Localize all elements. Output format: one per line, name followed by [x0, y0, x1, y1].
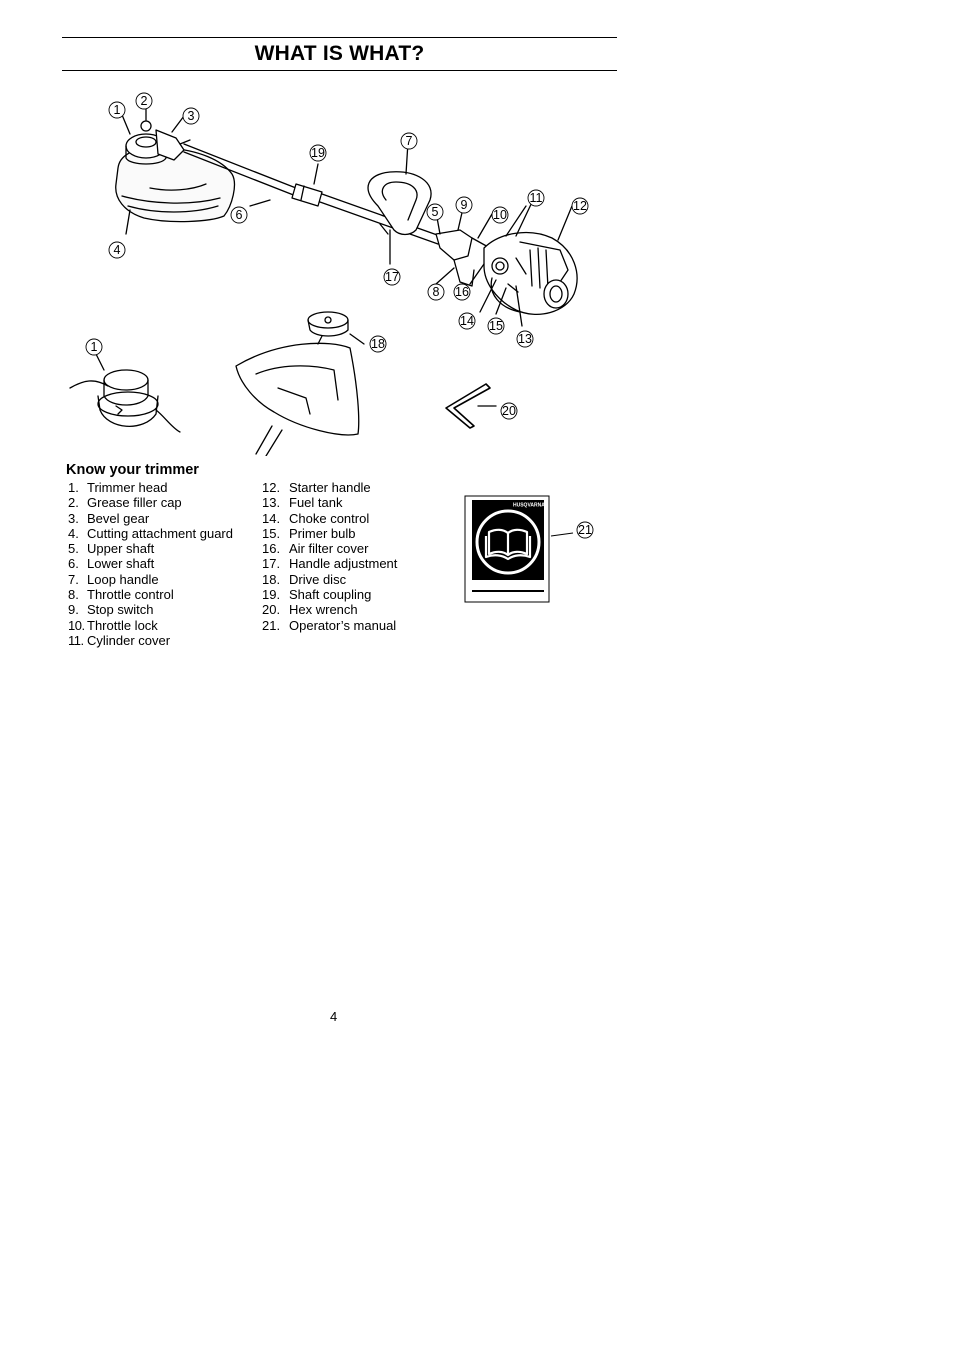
callout-3: 3 [182, 107, 200, 125]
svg-text:17: 17 [385, 270, 399, 284]
trimmer-illustration: 1 2 3 4 5 6 7 8 9 10 11 12 13 14 15 16 1… [69, 92, 589, 456]
svg-text:21: 21 [578, 523, 592, 537]
section-heading: Know your trimmer [66, 462, 199, 478]
svg-text:2: 2 [141, 94, 148, 108]
page-title: WHAT IS WHAT? [254, 42, 425, 65]
callout-14: 14 [458, 312, 476, 330]
svg-text:6: 6 [236, 208, 243, 222]
callout-11: 11 [527, 189, 545, 207]
svg-text:8: 8 [433, 285, 440, 299]
callout-5: 5 [426, 203, 444, 221]
callout-19: 19 [309, 144, 327, 162]
legend-item: 13.Fuel tank [262, 495, 343, 511]
callout-15: 15 [487, 317, 505, 335]
manual-brand: HUSQVARNA [513, 503, 545, 509]
callout-18: 18 [369, 335, 387, 353]
svg-text:7: 7 [406, 134, 413, 148]
svg-text:18: 18 [371, 337, 385, 351]
svg-text:20: 20 [502, 404, 516, 418]
legend-column-2: 12.Starter handle 13.Fuel tank 14.Choke … [262, 480, 397, 633]
callout-12: 12 [571, 197, 589, 215]
legend-item: 19.Shaft coupling [262, 587, 372, 603]
book-icon [484, 528, 532, 561]
legend-column-1: 1.Trimmer head 2.Grease filler cap 3.Bev… [68, 480, 233, 648]
header-rule-top [62, 37, 617, 38]
legend-item: 1.Trimmer head [68, 480, 168, 495]
legend-item: 8.Throttle control [68, 587, 174, 603]
callout-2: 2 [135, 92, 153, 110]
callout-20: 20 [500, 402, 518, 420]
callout-13: 13 [516, 330, 534, 348]
svg-text:3: 3 [188, 109, 195, 123]
callout-1: 1 [108, 101, 126, 119]
legend-item: 3.Bevel gear [68, 510, 150, 526]
callout-1-detail: 1 [85, 338, 103, 356]
callout-10: 10 [491, 206, 509, 224]
legend-item: 2.Grease filler cap [68, 495, 182, 511]
svg-text:5: 5 [432, 205, 439, 219]
legend-item: 10.Throttle lock [68, 617, 158, 633]
legend-item: 9.Stop switch [68, 602, 154, 618]
callout-4: 4 [108, 241, 126, 259]
svg-text:1: 1 [91, 340, 98, 354]
legend-item: 6.Lower shaft [68, 556, 155, 572]
svg-text:12: 12 [573, 199, 587, 213]
callout-17: 17 [383, 268, 401, 286]
callout-7: 7 [400, 132, 418, 150]
callout-21: 21 [576, 521, 594, 539]
svg-text:10: 10 [493, 208, 507, 222]
svg-text:11: 11 [530, 191, 543, 205]
svg-text:1: 1 [114, 103, 121, 117]
callout-16: 16 [453, 283, 471, 301]
callout-6: 6 [230, 206, 248, 224]
legend-item: 4.Cutting attachment guard [68, 525, 233, 541]
svg-text:13: 13 [518, 332, 532, 346]
legend-item: 5.Upper shaft [68, 541, 155, 557]
callout-8: 8 [427, 283, 445, 301]
svg-text:16: 16 [455, 285, 469, 299]
legend-item: 21.Operator’s manual [262, 617, 397, 633]
svg-text:15: 15 [489, 319, 503, 333]
legend-item: 16.Air filter cover [262, 541, 369, 557]
callout-9: 9 [455, 196, 473, 214]
svg-text:14: 14 [460, 314, 474, 328]
legend-item: 11.Cylinder cover [68, 632, 171, 648]
legend-item: 17.Handle adjustment [262, 556, 398, 572]
header-rule-bottom [62, 70, 617, 71]
operators-manual-illustration: HUSQVARNA 21 [464, 495, 594, 603]
svg-text:19: 19 [311, 146, 325, 160]
legend-item: 14.Choke control [262, 510, 370, 526]
svg-text:9: 9 [461, 198, 468, 212]
legend-item: 18.Drive disc [262, 571, 347, 587]
legend-item: 15.Primer bulb [262, 525, 356, 541]
svg-text:4: 4 [114, 243, 121, 257]
legend-item: 12.Starter handle [262, 480, 371, 495]
legend-item: 7.Loop handle [68, 571, 159, 587]
page-number: 4 [330, 1009, 338, 1024]
legend-item: 20.Hex wrench [262, 602, 358, 618]
